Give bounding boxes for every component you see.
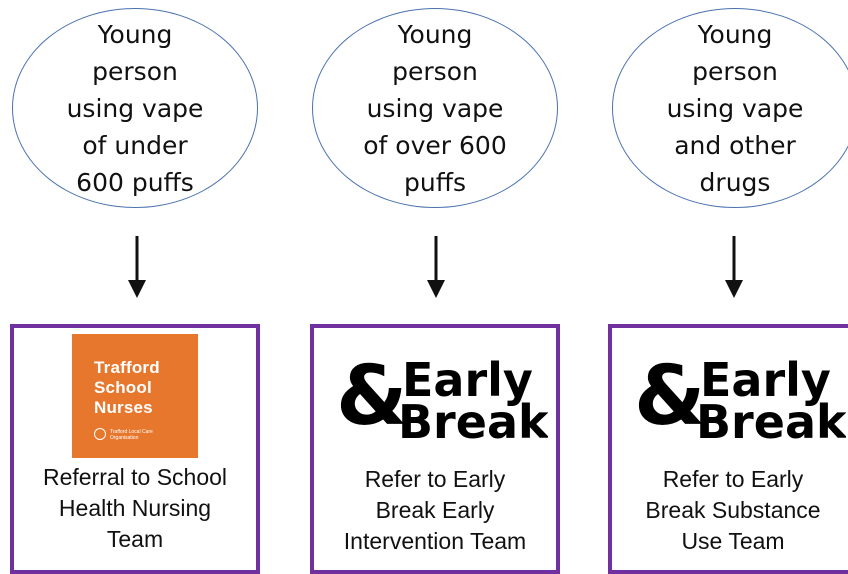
outcome-text: Referral to School Health Nursing Team: [42, 464, 228, 552]
svg-text:Early: Early: [402, 353, 533, 407]
svg-text:&: &: [634, 349, 706, 440]
svg-text:Early: Early: [700, 353, 831, 407]
svg-text:Break: Break: [696, 395, 846, 440]
ellipse-text: Young person using vape of over 600 puff…: [363, 19, 507, 197]
ellipse-text: Young person using vape of under 600 puf…: [66, 19, 204, 197]
down-arrow-icon: [725, 236, 743, 298]
ellipse-vape-under-600: Young person using vape of under 600 puf…: [12, 8, 258, 208]
ellipse-vape-and-drugs: Young person using vape and other drugs: [612, 8, 848, 208]
early-break-logo: & Early Break: [634, 349, 846, 440]
outcome-box-substance-use: & Early Break Refer to Early Break Subst…: [608, 324, 848, 574]
outcome-text: Refer to Early Break Substance Use Team: [645, 466, 821, 554]
ellipse-vape-over-600: Young person using vape of over 600 puff…: [312, 8, 558, 208]
ellipse-text: Young person using vape and other drugs: [666, 19, 804, 197]
early-break-logo: & Early Break: [336, 349, 548, 440]
seal-icon: [94, 428, 106, 440]
down-arrow-icon: [128, 236, 146, 298]
down-arrow-icon: [427, 236, 445, 298]
svg-text:Break: Break: [398, 395, 548, 440]
outcome-box-school-nursing: Trafford School Nurses Trafford Local Ca…: [10, 324, 260, 574]
outcome-box-early-intervention: & Early Break Refer to Early Break Early…: [310, 324, 560, 574]
svg-text:&: &: [336, 349, 408, 440]
trafford-school-nurses-logo: Trafford School Nurses Trafford Local Ca…: [72, 334, 198, 458]
outcome-text: Refer to Early Break Early Intervention …: [343, 466, 527, 554]
